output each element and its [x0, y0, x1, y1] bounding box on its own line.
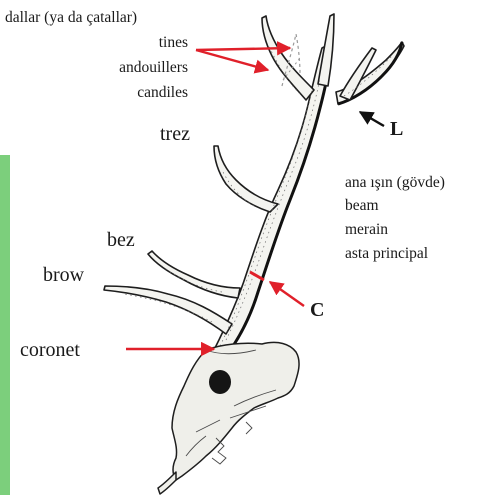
skull — [158, 342, 299, 494]
trez-tine — [214, 146, 278, 212]
arrow-length — [360, 112, 384, 126]
label-bez: bez — [107, 229, 135, 251]
label-trez: trez — [160, 123, 190, 145]
bez-tine — [148, 251, 240, 298]
accent-bar — [0, 155, 10, 495]
crown-tine-left — [262, 16, 314, 100]
label-points-en: tines — [159, 34, 188, 51]
label-brow: brow — [43, 264, 85, 286]
label-points-es: candiles — [137, 84, 188, 101]
label-circumference: C — [310, 299, 324, 321]
arrow-tines-2 — [196, 50, 268, 70]
label-beam-fr: merain — [345, 221, 388, 238]
label-length: L — [390, 118, 403, 140]
label-beam-en: beam — [345, 197, 379, 214]
label-beam-tr: ana ışın (gövde) — [345, 174, 445, 191]
label-points-tr: dallar (ya da çatallar) — [5, 9, 137, 26]
crown-tine-middle — [318, 14, 334, 86]
arrow-circumference — [270, 282, 304, 306]
label-points-fr: andouillers — [119, 59, 188, 76]
label-coronet: coronet — [20, 339, 80, 361]
label-beam-es: asta principal — [345, 245, 428, 262]
